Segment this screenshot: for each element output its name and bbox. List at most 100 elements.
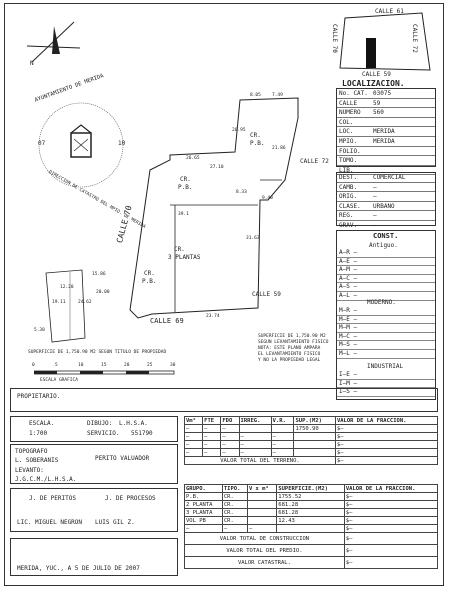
localizacion-label: TOMO. bbox=[339, 157, 358, 165]
terreno-cell bbox=[293, 448, 336, 457]
fecha-box: MERIDA, YUC., A 5 DE JULIO DE 2007 bbox=[10, 538, 178, 576]
escala-value: 1:700 bbox=[29, 430, 48, 437]
industrial-item: I—E — bbox=[337, 371, 435, 380]
construccion-cell: P.B. bbox=[184, 492, 223, 501]
destino-label: REG. bbox=[339, 212, 354, 220]
construccion-total-label: VALOR CATASTRAL. bbox=[184, 556, 345, 569]
moderno-item: M—E — bbox=[337, 316, 435, 325]
localizacion-label: NUMERO bbox=[339, 109, 361, 117]
escala-box: ESCALA. 1:700 DIBUJO: L.H.S.A. SERVICIO.… bbox=[10, 416, 178, 442]
plan-dimension: 21.86 bbox=[272, 146, 286, 151]
document-frame bbox=[4, 3, 444, 586]
north-label: N bbox=[30, 60, 34, 67]
terreno-header: V.R. bbox=[270, 416, 295, 425]
terreno-cell: $— bbox=[334, 424, 439, 433]
terreno-cell bbox=[293, 432, 336, 441]
plan-note: SUPERFICIE DE 1,750.90 M2 bbox=[258, 334, 326, 339]
destino-label: CAMB. bbox=[339, 183, 358, 191]
construccion-header: VALOR DE LA FRACCION. bbox=[343, 484, 439, 493]
terreno-cell: — bbox=[220, 448, 240, 457]
localizacion-label: LOC. bbox=[339, 128, 354, 136]
plan-dimension: 8.33 bbox=[236, 190, 247, 195]
localizacion-row: FOLIO. bbox=[337, 147, 435, 157]
terreno-cell: — bbox=[183, 448, 204, 457]
plan-note: EL LEVANTAMIENTO FISICO bbox=[258, 352, 321, 357]
terreno-cell: — bbox=[220, 424, 240, 433]
terreno-cell: — bbox=[238, 440, 272, 449]
plan-dimension: 24.62 bbox=[78, 300, 92, 305]
localizacion-value: 03075 bbox=[373, 90, 392, 97]
construccion-header: TIPO. bbox=[221, 484, 248, 493]
jefes-box: J. DE PERITOS J. DE PROCESOS LIC. MIGUEL… bbox=[10, 488, 178, 532]
construccion-cell: $— bbox=[343, 516, 439, 525]
destino-row: REG.— bbox=[337, 211, 435, 221]
plan-dimension: 8.05 bbox=[250, 93, 261, 98]
servicio-label: SERVICIO. bbox=[87, 430, 120, 437]
municipal-seal-icon bbox=[38, 102, 124, 188]
scale-tick: 10 bbox=[78, 363, 84, 368]
moderno-item: M—C — bbox=[337, 333, 435, 342]
moderno-item: M—R — bbox=[337, 307, 435, 316]
construccion-cell: $— bbox=[343, 500, 439, 509]
terreno-cell: — bbox=[220, 440, 240, 449]
construccion-total-label: VALOR TOTAL DEL PREDIO. bbox=[184, 544, 345, 557]
plan-dimension: 27.10 bbox=[210, 165, 224, 170]
industrial-item: I—M — bbox=[337, 380, 435, 389]
localizacion-row: LOC.MERIDA bbox=[337, 127, 435, 137]
dibujo-label: DIBUJO: bbox=[87, 420, 113, 427]
keymap-calle-bottom: CALLE 59 bbox=[362, 71, 391, 78]
destino-value: — bbox=[373, 221, 377, 229]
antiguo-item: A—E — bbox=[337, 258, 435, 267]
localizacion-row: TOMO. bbox=[337, 156, 435, 166]
terreno-cell bbox=[270, 424, 295, 433]
antiguo-title: Antiguo. bbox=[369, 242, 398, 249]
terreno-cell: — bbox=[202, 440, 222, 449]
const-title: CONST. bbox=[373, 232, 399, 240]
construccion-total-value: $— bbox=[343, 556, 439, 569]
terreno-cell: — bbox=[270, 440, 295, 449]
construccion-cell bbox=[276, 524, 345, 533]
antiguo-item: A—M — bbox=[337, 266, 435, 275]
terreno-cell: — bbox=[202, 432, 222, 441]
escala-label: ESCALA. bbox=[29, 420, 55, 427]
localizacion-label: COL. bbox=[339, 118, 354, 126]
plan-label: CR. bbox=[174, 246, 185, 253]
localizacion-value: MERIDA bbox=[373, 137, 395, 145]
scale-tick: 25 bbox=[147, 363, 153, 368]
terreno-cell: — bbox=[238, 432, 272, 441]
plan-small-note: SUPERFICIE DE 1,750.90 M2 SEGUN TITULO D… bbox=[28, 350, 167, 355]
plan-dimension: 20.00 bbox=[96, 290, 110, 295]
plan-label: CR. bbox=[180, 176, 191, 183]
servicio-value: 551790 bbox=[131, 430, 153, 437]
construccion-cell: CR. bbox=[221, 508, 248, 517]
localizacion-label: FOLIO. bbox=[339, 147, 361, 155]
localizacion-label: No. CAT. bbox=[339, 90, 368, 97]
scale-tick: 20 bbox=[124, 363, 130, 368]
construccion-row: ———$— bbox=[184, 524, 439, 533]
scale-tick: 15 bbox=[101, 363, 107, 368]
construccion-cell: 2 PLANTA bbox=[184, 500, 223, 509]
jefe-peritos-value: LIC. MIGUEL NEGRON bbox=[17, 519, 83, 526]
construccion-row: P.B.CR.1755.52$— bbox=[184, 492, 439, 501]
destino-value: — bbox=[373, 183, 377, 191]
construccion-cell bbox=[246, 516, 278, 525]
plan-dimension: 23.74 bbox=[206, 314, 220, 319]
moderno-item: M—L — bbox=[337, 350, 435, 359]
construccion-cell: 681.28 bbox=[276, 508, 345, 517]
keymap-calle-right: CALLE 72 bbox=[411, 24, 418, 53]
destino-value: — bbox=[373, 193, 377, 201]
plan-dimension: 15.86 bbox=[92, 272, 106, 277]
construccion-cell: 3 PLANTA bbox=[184, 508, 223, 517]
plan-dimension: 20.95 bbox=[232, 128, 246, 133]
plan-label: 3 PLANTAS bbox=[168, 254, 201, 261]
propietario-label: PROPIETARIO. bbox=[17, 393, 61, 400]
scale-tick: 5 bbox=[55, 363, 58, 368]
plan-label: P.B. bbox=[250, 140, 265, 147]
fecha-text: MERIDA, YUC., A 5 DE JULIO DE 2007 bbox=[17, 565, 140, 572]
destino-row: CAMB. — bbox=[337, 183, 435, 193]
terreno-header: Vm² bbox=[183, 416, 204, 425]
